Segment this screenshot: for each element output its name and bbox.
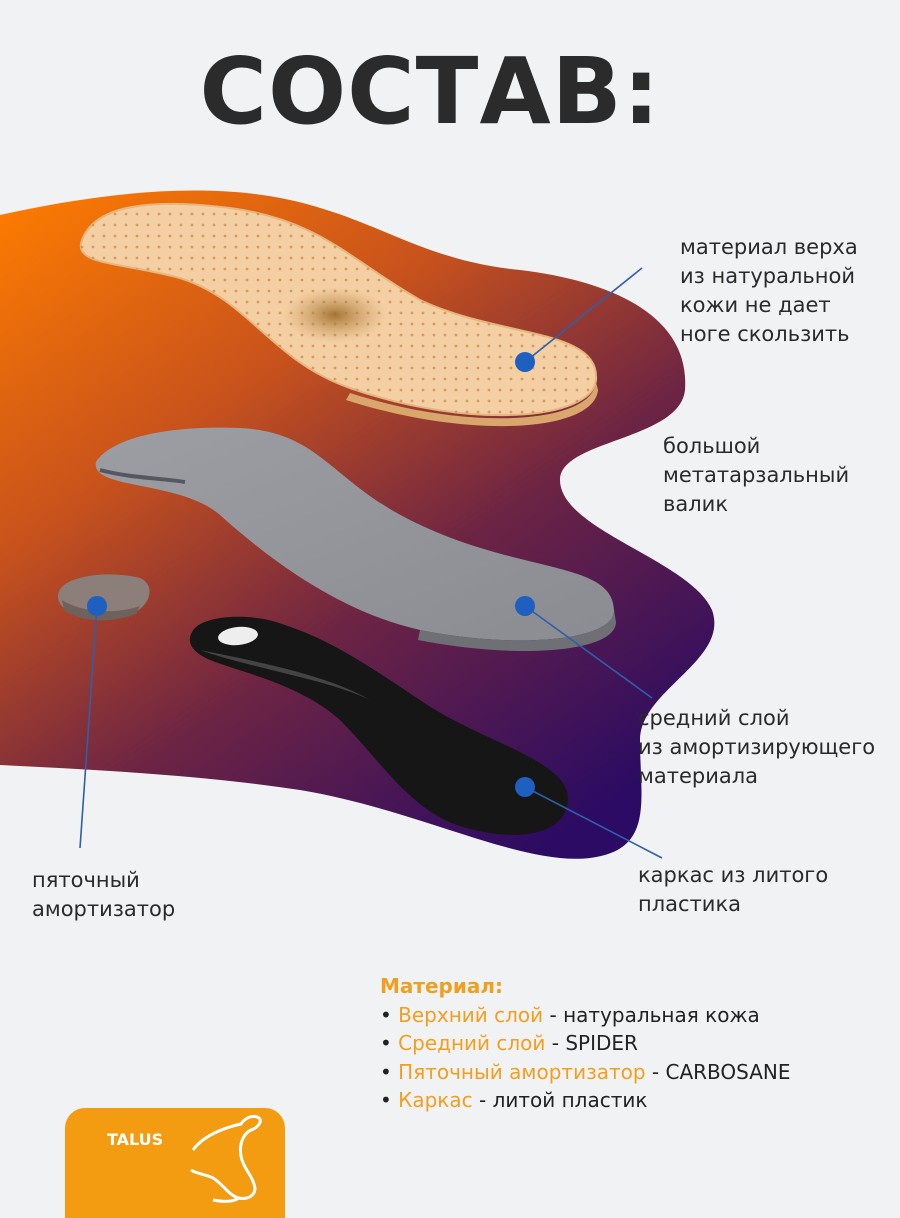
callout-line: средний слой <box>638 706 790 730</box>
callout-line: каркас из литого <box>638 863 829 887</box>
materials-item: • Средний слой - SPIDER <box>380 1029 791 1058</box>
callout-line: из амортизирующего <box>638 735 876 759</box>
callout-middle-layer: средний слой из амортизирующего материал… <box>638 704 875 791</box>
callout-line: кожи не дает <box>680 293 831 317</box>
materials-item: • Каркас - литой пластик <box>380 1086 791 1115</box>
bullet: • <box>380 1088 392 1112</box>
material-value: SPIDER <box>565 1031 638 1055</box>
callout-line: пяточный <box>32 868 140 892</box>
leather-insole <box>79 202 598 427</box>
brand-logo: TALUS <box>65 1108 285 1218</box>
callout-line: из натуральной <box>680 264 855 288</box>
callout-line: ноге скользить <box>680 322 850 346</box>
material-key: Каркас <box>398 1088 473 1112</box>
callout-line: амортизатор <box>32 897 176 921</box>
material-sep: - <box>472 1088 493 1112</box>
callout-line: метатарзальный <box>663 463 850 487</box>
callout-metatarsal: большой метатарзальный валик <box>663 432 849 519</box>
material-key: Средний слой <box>398 1031 546 1055</box>
material-sep: - <box>543 1002 564 1027</box>
kangaroo-icon <box>190 1114 262 1203</box>
material-sep: - <box>645 1059 666 1084</box>
callout-frame: каркас из литого пластика <box>638 861 828 919</box>
callout-line: валик <box>663 492 728 516</box>
callout-lines <box>79 267 663 859</box>
material-sep: - <box>545 1031 566 1055</box>
material-value: натуральная кожа <box>563 1002 760 1027</box>
markers <box>87 352 535 797</box>
callout-line: пластика <box>638 892 742 916</box>
materials-heading: Материал: <box>380 974 504 998</box>
materials-list: Материал: • Верхний слой - натуральная к… <box>380 972 791 1115</box>
bullet: • <box>380 1031 392 1055</box>
page-title: СОСТАВ: <box>199 38 661 145</box>
grey-insole <box>95 427 616 652</box>
black-frame <box>189 616 569 835</box>
heel-cushion <box>57 574 150 621</box>
materials-item: • Пяточный амортизатор - CARBOSANE <box>380 1058 791 1087</box>
callout-line: материал верха <box>680 235 858 259</box>
callout-line: большой <box>663 434 761 458</box>
material-value: литой пластик <box>492 1088 648 1112</box>
material-value: CARBOSANE <box>665 1059 791 1084</box>
marker-dot <box>515 777 535 797</box>
marker-dot <box>515 352 535 372</box>
marker-dot <box>87 596 107 616</box>
materials-item: • Верхний слой - натуральная кожа <box>380 1001 791 1030</box>
callout-heel: пяточный амортизатор <box>32 866 175 924</box>
bullet: • <box>380 1059 392 1084</box>
callout-top-layer: материал верха из натуральной кожи не да… <box>680 233 858 349</box>
material-key: Пяточный амортизатор <box>398 1059 646 1084</box>
callout-line: материала <box>638 764 759 788</box>
bullet: • <box>380 1002 392 1027</box>
material-key: Верхний слой <box>398 1002 544 1027</box>
marker-dot <box>515 596 535 616</box>
brand-name: TALUS <box>107 1130 164 1149</box>
